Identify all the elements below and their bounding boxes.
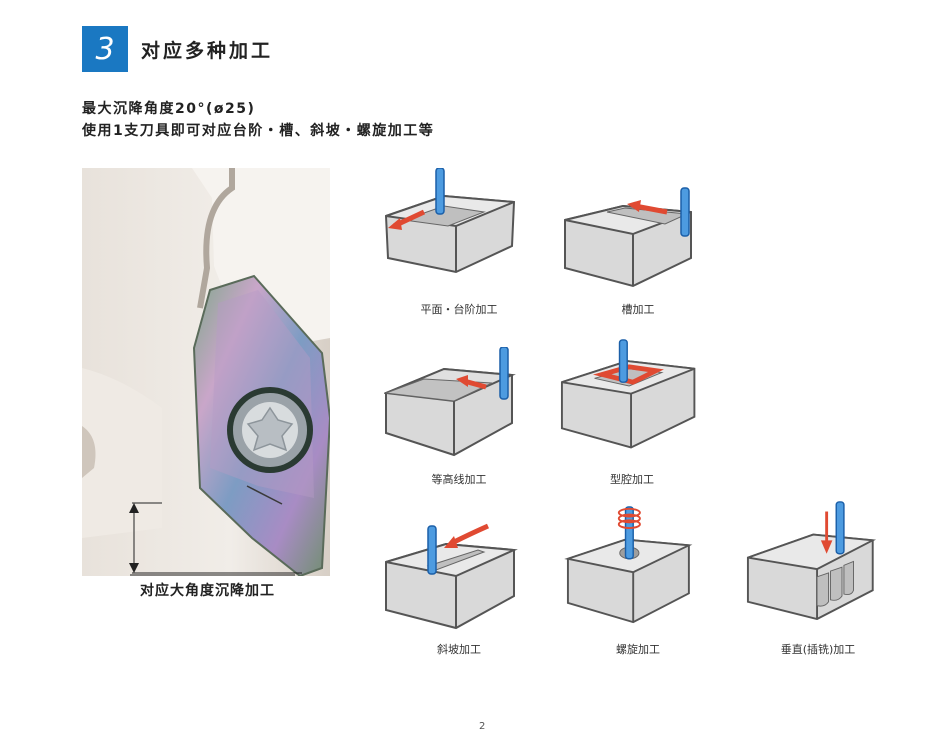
label-helical: 螺旋加工 [616, 643, 660, 656]
label-pocket: 型腔加工 [610, 473, 654, 486]
section-number-badge: 3 [82, 26, 128, 72]
caption-underline [130, 574, 295, 576]
diagram-face-shoulder [384, 168, 516, 274]
label-contour: 等高线加工 [431, 473, 487, 486]
section-title: 对应多种加工 [141, 40, 274, 62]
diagram-plunging [746, 501, 877, 620]
diagram-ramping [385, 523, 518, 630]
diagram-helical [564, 506, 693, 624]
label-face-shoulder: 平面・台阶加工 [420, 303, 498, 316]
intro-line-2: 使用1支刀具即可对应台阶・槽、斜坡・螺旋加工等 [82, 123, 435, 139]
photo-caption: 对应大角度沉降加工 [140, 583, 275, 599]
insert-photo [82, 168, 330, 576]
page-number: 2 [479, 721, 486, 732]
label-plunging: 垂直(插铣)加工 [780, 643, 856, 656]
diagram-pocket [560, 339, 696, 449]
intro-line-1: 最大沉降角度20°(ø25) [82, 101, 256, 117]
label-slot: 槽加工 [621, 303, 655, 316]
diagram-contour [384, 347, 516, 457]
label-ramping: 斜坡加工 [437, 643, 481, 656]
diagram-slot [564, 187, 692, 288]
